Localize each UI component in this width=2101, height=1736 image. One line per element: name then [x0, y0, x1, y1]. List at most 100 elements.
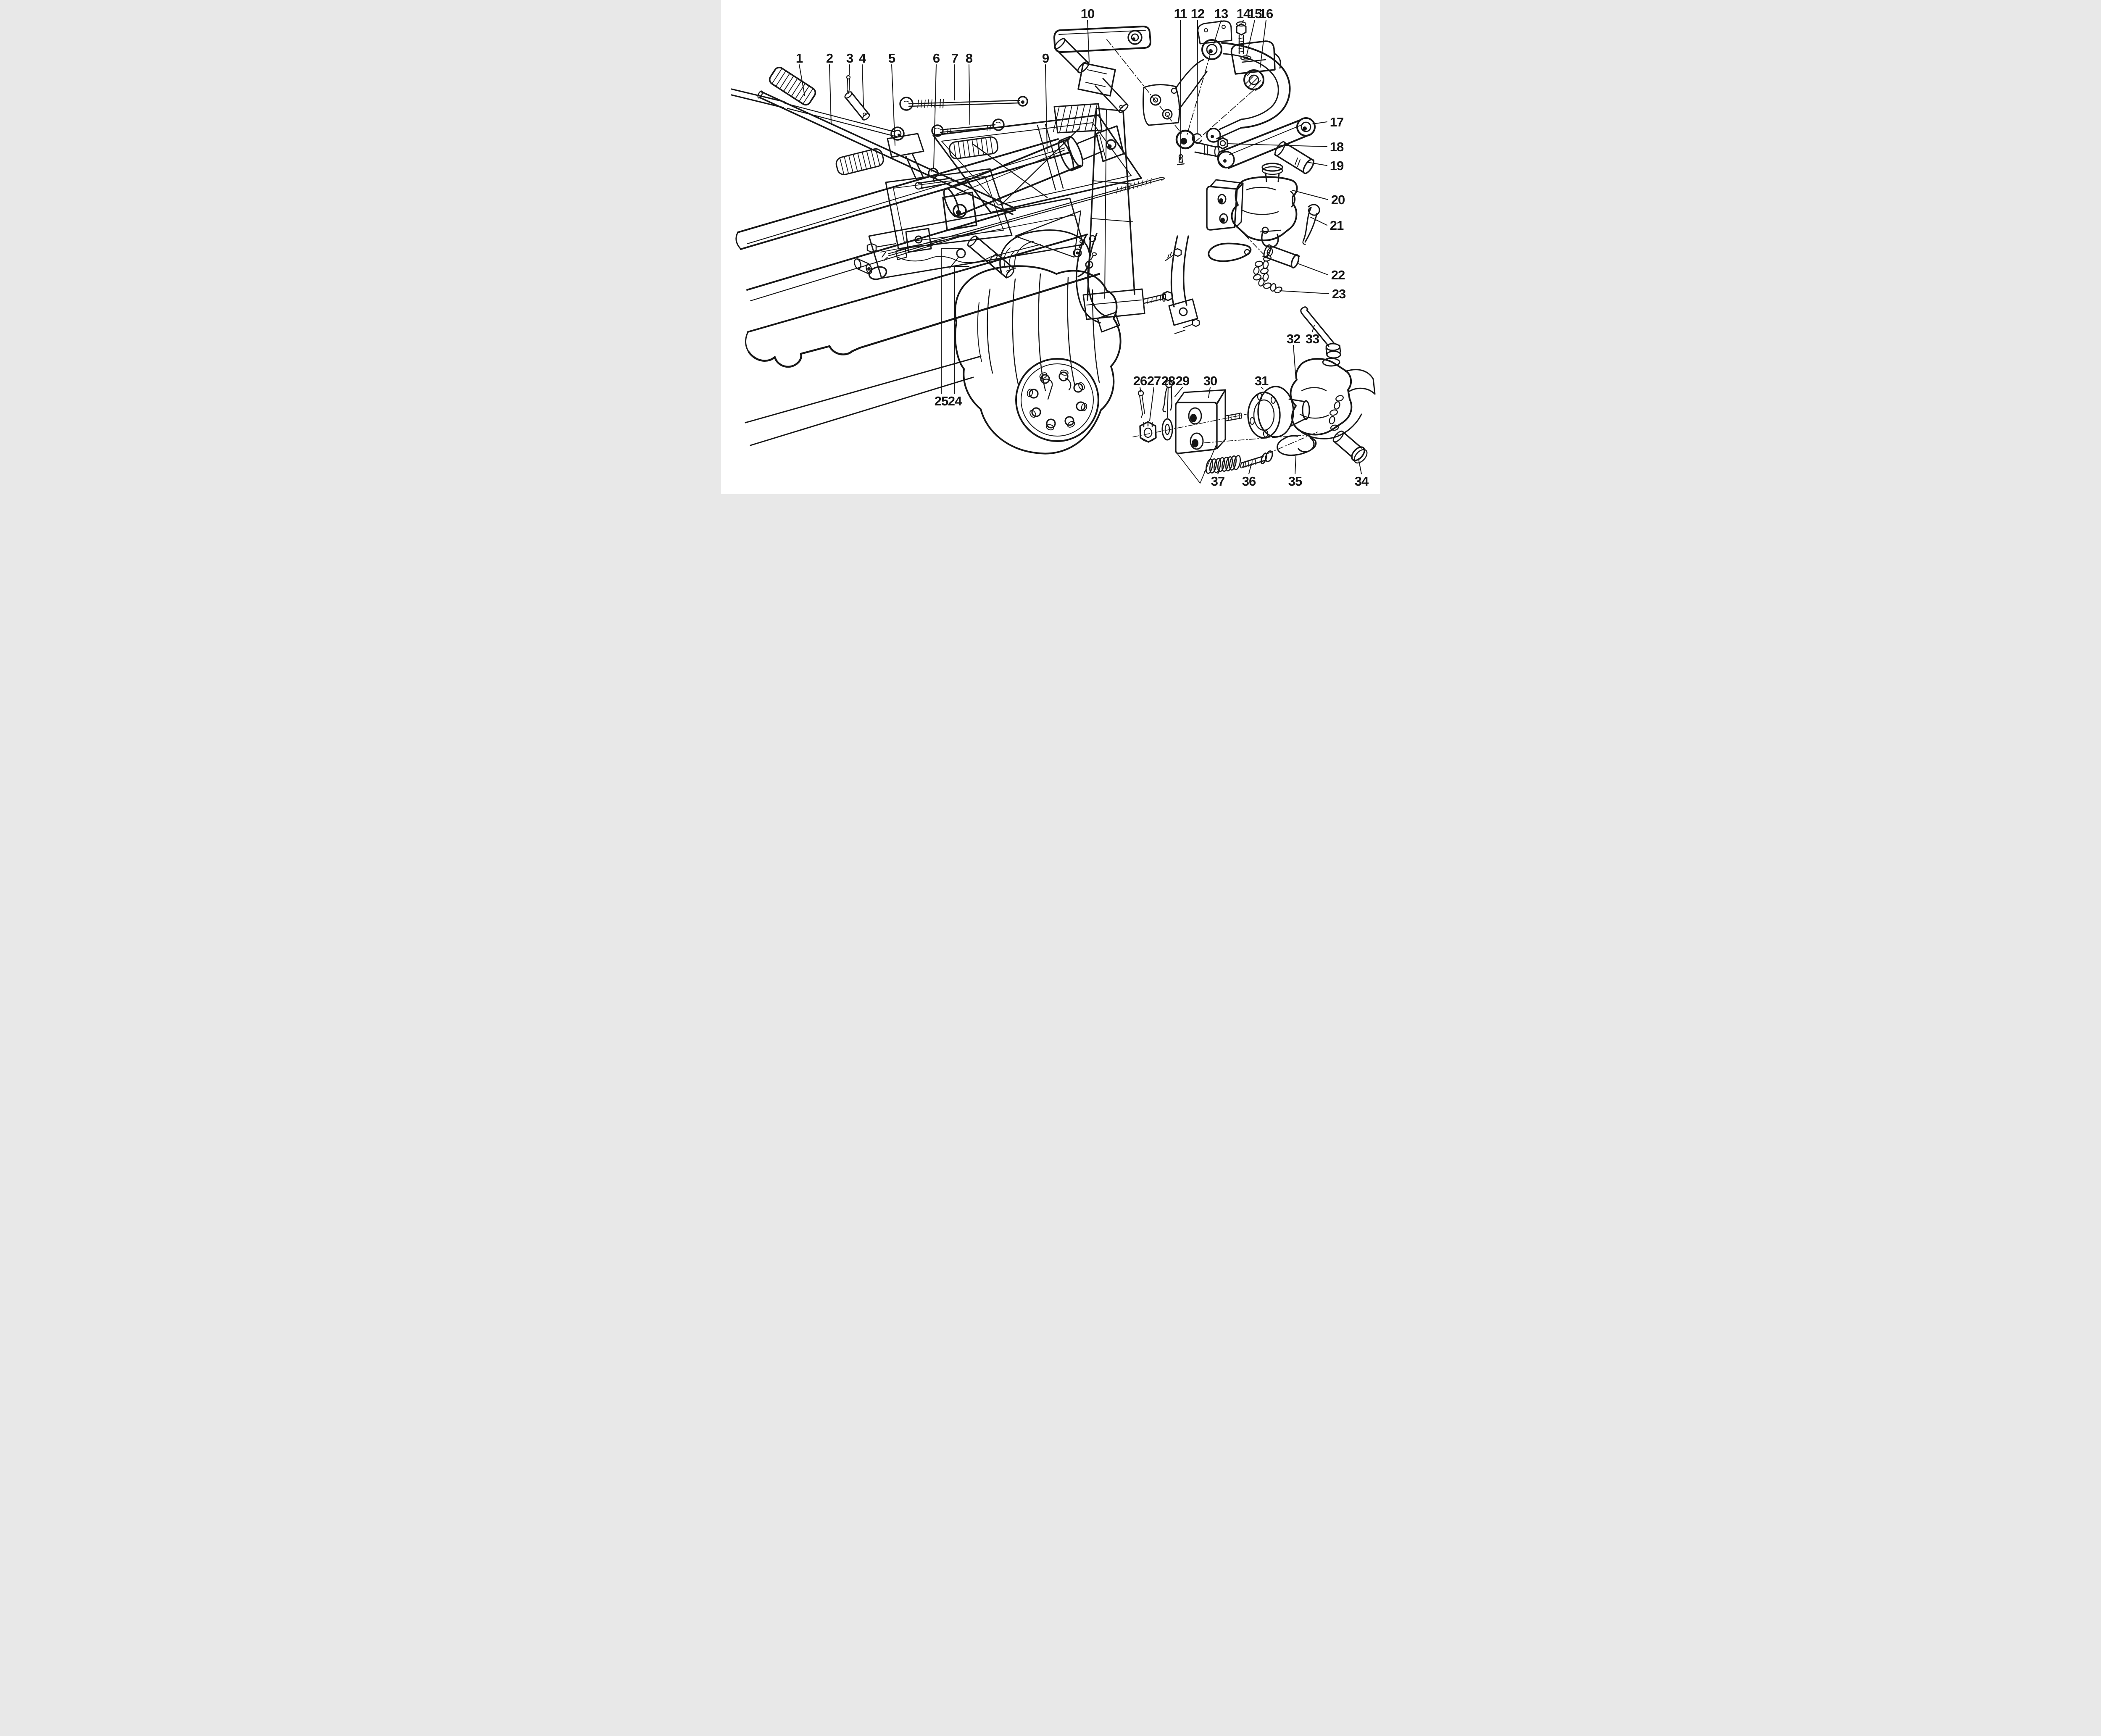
leveling-rod [882, 176, 1165, 261]
callout-number-30: 30 [1203, 374, 1217, 388]
callout-number-33: 33 [1306, 331, 1319, 346]
axle-housing [999, 229, 1097, 277]
callout-number-10: 10 [1081, 6, 1094, 21]
callout-leader-34 [1358, 458, 1362, 474]
callout-number-12: 12 [1191, 6, 1204, 21]
clamp-washer [1240, 55, 1252, 61]
callout-number-15: 15 [1248, 6, 1262, 21]
short-lever [844, 91, 870, 121]
drawbar-handle [1300, 306, 1341, 359]
callout-leader-14 [1242, 20, 1244, 23]
callout-number-27: 27 [1147, 374, 1161, 388]
callout-leader-27 [1149, 387, 1154, 421]
callout-leader-17 [1312, 121, 1327, 124]
callout-number-17: 17 [1330, 115, 1343, 129]
lever-pivot-pin [1054, 38, 1129, 113]
drawbar-pin [1332, 430, 1368, 464]
drawbar-block [1175, 389, 1242, 454]
callout-number-3: 3 [846, 51, 853, 66]
callout-leader-3 [849, 64, 850, 75]
callout-leader-2 [829, 64, 832, 125]
callout-number-23: 23 [1332, 287, 1346, 301]
callout-leader-4 [862, 64, 864, 108]
callout-leader-36 [1248, 463, 1252, 474]
callout-number-25: 25 [935, 394, 948, 408]
callout-leader-13 [1213, 20, 1222, 45]
callout-number-24: 24 [948, 394, 962, 408]
callout-leader-11 [1180, 20, 1181, 160]
hitch-support-head [1231, 163, 1298, 242]
callout-number-34: 34 [1355, 474, 1369, 489]
callout-leader-29 [1174, 387, 1183, 397]
rocker-bracket [1143, 59, 1208, 126]
callout-leader-20 [1292, 190, 1328, 200]
r-clip [1302, 204, 1320, 245]
callout-number-22: 22 [1331, 268, 1345, 282]
callout-number-4: 4 [859, 51, 866, 66]
compression-spring [1203, 455, 1241, 474]
callout-number-2: 2 [826, 51, 833, 66]
callout-leader-12 [1197, 20, 1198, 134]
callout-number-18: 18 [1330, 139, 1344, 154]
callout-leader-22 [1297, 263, 1328, 275]
callout-number-11: 11 [1174, 6, 1187, 21]
lift-lever-arm [1053, 26, 1151, 53]
callout-number-29: 29 [1176, 374, 1190, 388]
adjuster-bolt [1240, 450, 1273, 468]
callout-number-20: 20 [1331, 192, 1345, 207]
callout-leader-19 [1307, 162, 1327, 166]
callout-number-5: 5 [888, 51, 895, 66]
callout-number-1: 1 [796, 51, 803, 66]
assembly-axis-lines-top [1106, 39, 1254, 143]
callout-number-32: 32 [1287, 331, 1300, 346]
callout-leader-37 [1217, 470, 1220, 474]
pin-chain [1253, 260, 1282, 293]
clamp-bolt [1236, 21, 1247, 55]
mounting-block [1206, 179, 1264, 255]
link-rod-7 [899, 96, 1028, 111]
callout-leader-18 [1227, 143, 1327, 147]
swinging-drawbar-body [1290, 358, 1376, 439]
callout-leader-16 [1260, 20, 1266, 68]
callout-number-35: 35 [1288, 474, 1302, 489]
lift-link-arm [1217, 117, 1316, 169]
drawbar-pin-chain [1329, 395, 1344, 431]
wheel-studs [1027, 369, 1087, 431]
callout-leader-25 [941, 248, 963, 394]
callout-leader-15 [1246, 20, 1255, 55]
hanger-strap-right [1165, 235, 1200, 334]
ball-stud [928, 168, 939, 183]
callout-leader-24 [954, 266, 969, 394]
cotter-pin-small [846, 75, 851, 94]
clamp-cap [1230, 40, 1281, 75]
retainer-wire-loop [1208, 242, 1252, 262]
knurled-pad-lower [835, 148, 884, 175]
parts-diagram-svg: 1234567891011121314151617181920212223242… [731, 6, 1376, 489]
callout-leader-5 [891, 64, 895, 146]
spring-clip [1277, 435, 1317, 456]
callout-number-8: 8 [966, 51, 973, 66]
callout-leader-1 [799, 64, 805, 96]
callout-number-31: 31 [1255, 374, 1269, 388]
callout-leader-32 [1293, 345, 1296, 379]
assembly-axis-lines-bottom [1132, 414, 1326, 484]
gusset-plates [866, 168, 1084, 279]
rail-upper [735, 138, 1072, 250]
callout-number-14: 14 [1237, 6, 1251, 21]
callout-number-19: 19 [1330, 158, 1344, 173]
link-rod-8 [931, 118, 1005, 137]
callout-number-26: 26 [1133, 374, 1147, 388]
callout-leader-26 [1140, 387, 1141, 392]
callout-number-16: 16 [1259, 6, 1273, 21]
callout-number-21: 21 [1330, 218, 1344, 233]
callout-number-36: 36 [1242, 474, 1256, 489]
hand-lever-tube [731, 88, 1016, 215]
callout-leader-33 [1312, 325, 1315, 332]
callout-leader-10 [1087, 20, 1090, 63]
hanger-strap-left [1075, 233, 1120, 333]
callout-number-9: 9 [1042, 51, 1049, 66]
hex-nut [1217, 137, 1228, 150]
r-clip-small [1162, 380, 1173, 413]
